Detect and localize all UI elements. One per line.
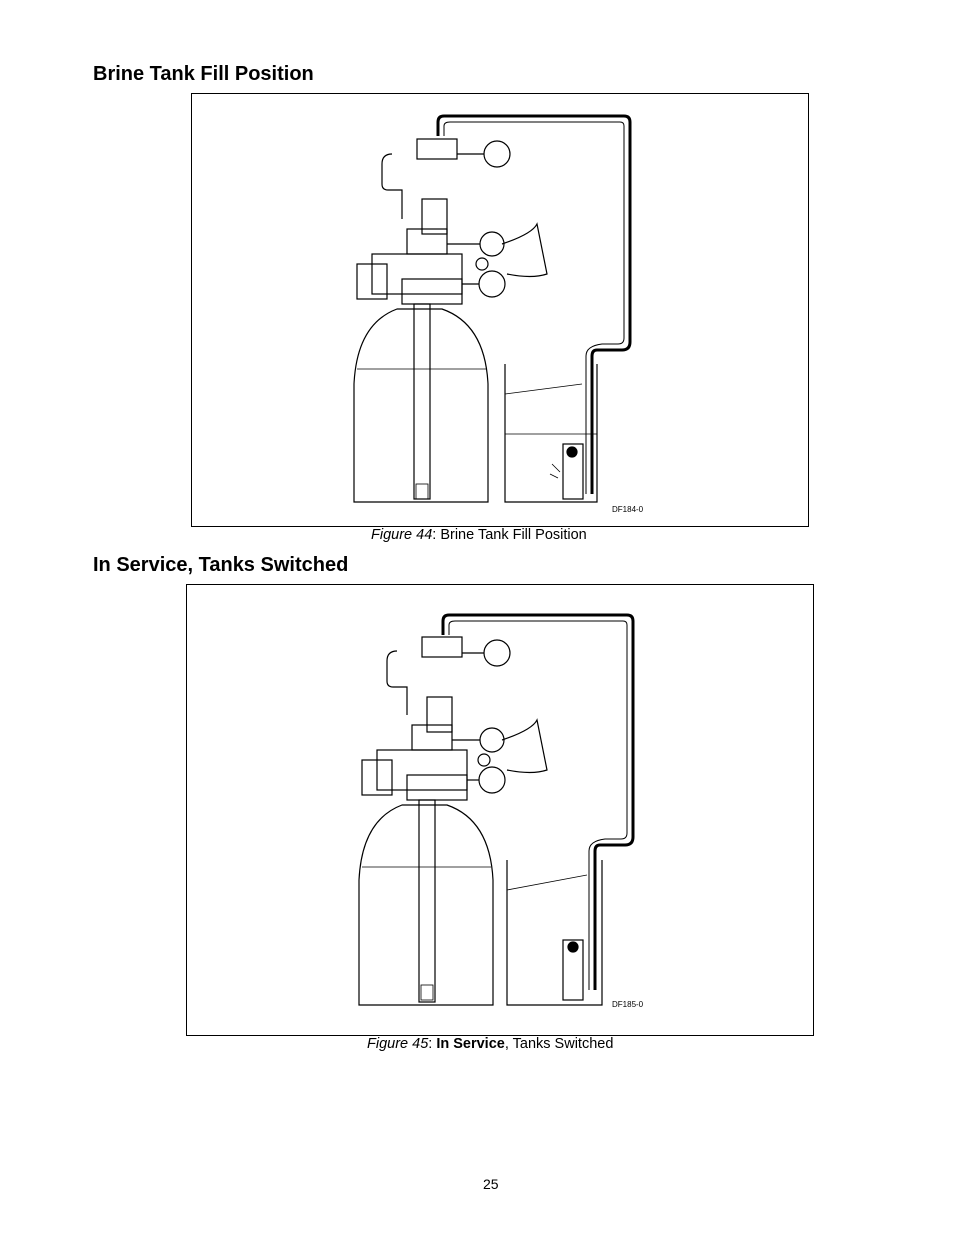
figure-45-caption: Figure 45: In Service, Tanks Switched: [367, 1036, 613, 1052]
caption-number: Figure 44: [371, 527, 433, 543]
caption-separator: :: [432, 527, 441, 543]
figure-45-diagram: DF185-0: [186, 584, 814, 1036]
figure-code: DF185-0: [612, 1000, 644, 1009]
caption-text: Brine Tank Fill Position: [440, 527, 587, 543]
section-heading-brine-tank-fill: Brine Tank Fill Position: [93, 63, 314, 85]
page-number: 25: [483, 1176, 499, 1192]
figure-44-diagram: DF184-0: [191, 93, 809, 527]
section-heading-in-service: In Service, Tanks Switched: [93, 554, 349, 576]
brine-tank-fill-diagram: DF184-0: [353, 114, 644, 514]
in-service-diagram: DF185-0: [358, 613, 644, 1009]
caption-bold: In Service: [436, 1036, 505, 1052]
caption-text: , Tanks Switched: [504, 1036, 614, 1052]
caption-number: Figure 45: [367, 1036, 429, 1052]
figure-44-caption: Figure 44: Brine Tank Fill Position: [371, 527, 587, 543]
caption-separator: :: [428, 1036, 437, 1052]
figure-code: DF184-0: [612, 505, 644, 514]
